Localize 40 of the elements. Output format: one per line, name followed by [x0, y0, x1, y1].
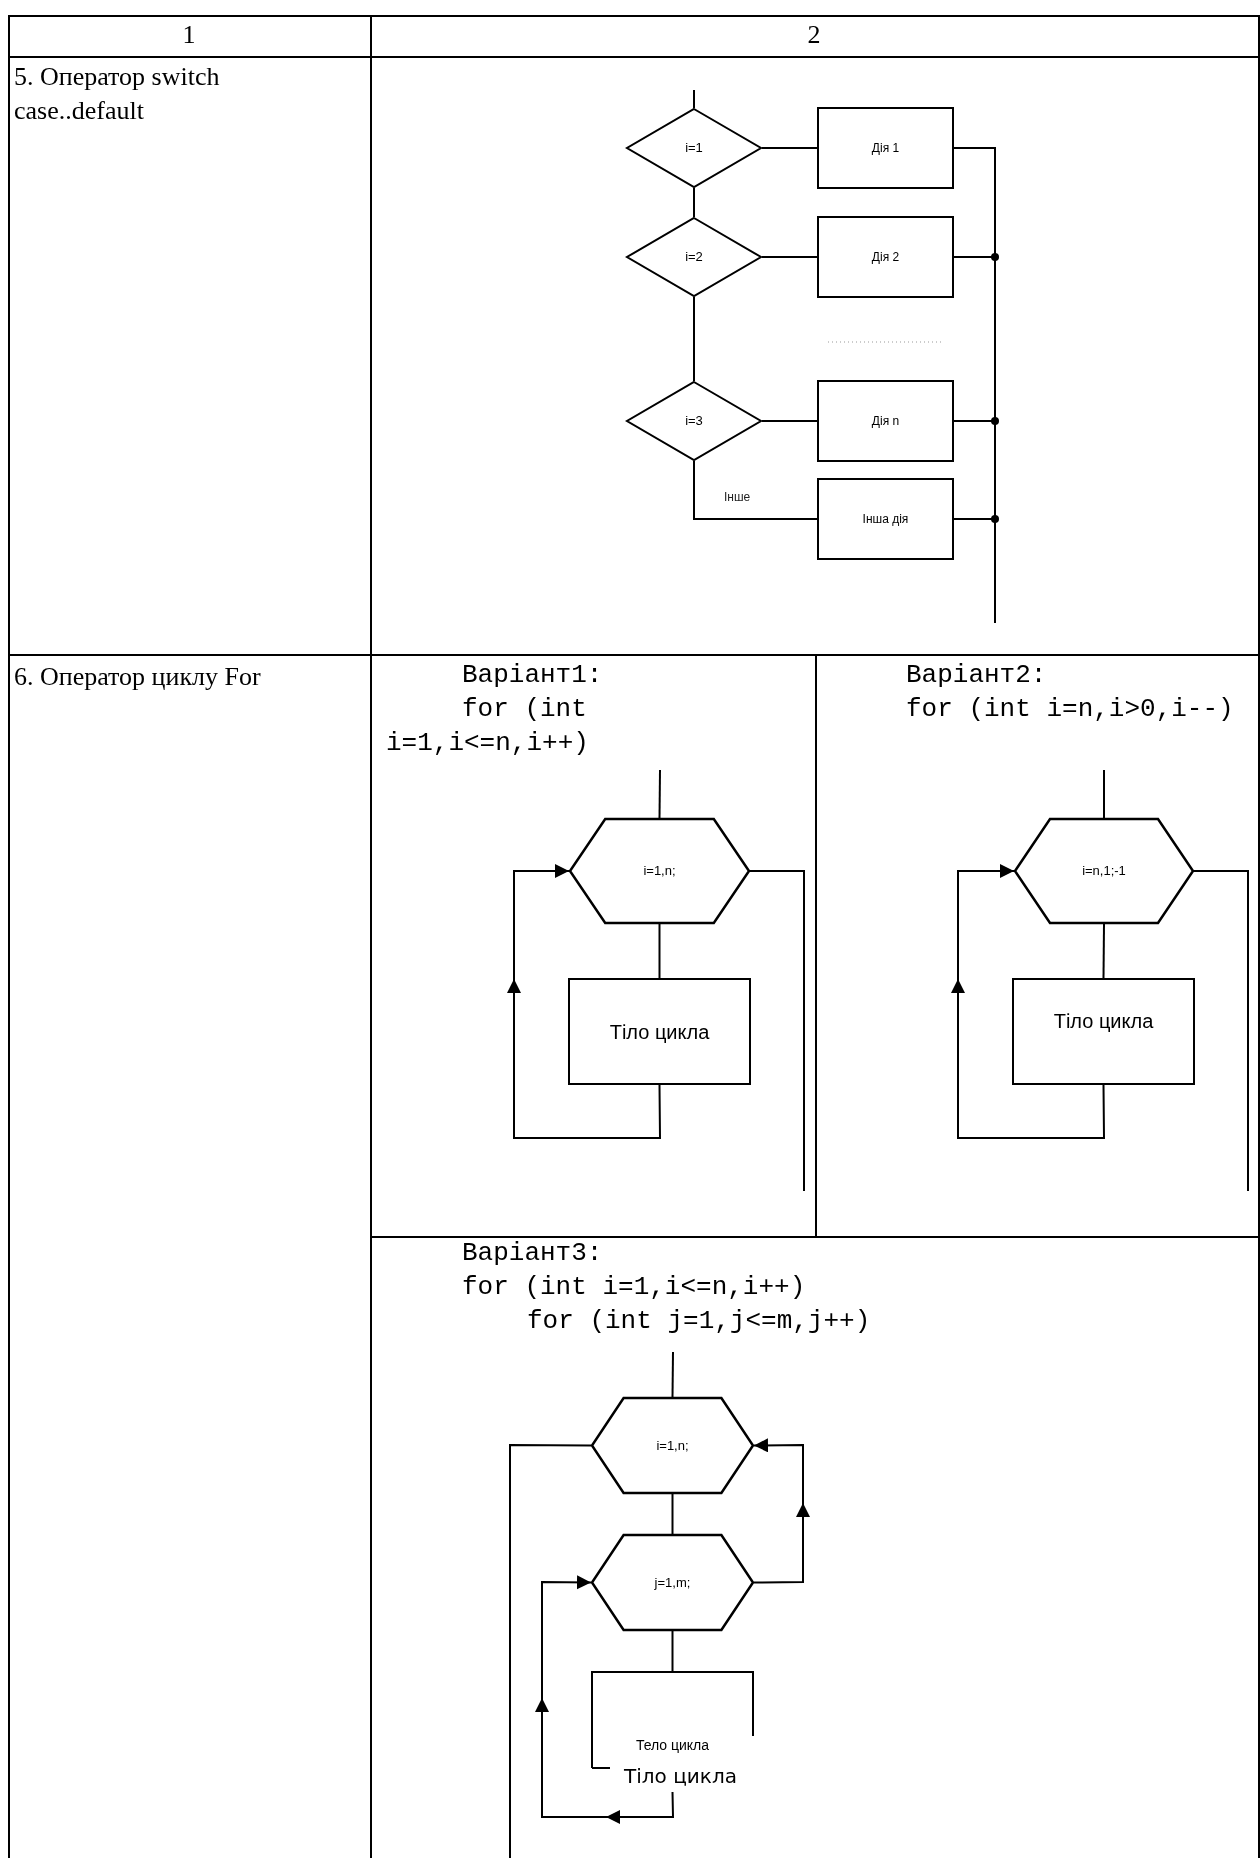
process-box	[817, 216, 954, 298]
decision-diamond	[626, 108, 762, 188]
node-label: Дія n	[871, 413, 900, 429]
node-label: j=1,m;	[654, 1574, 691, 1591]
row-heading: 5. Оператор switch case..default	[14, 61, 221, 127]
node-label: i=1	[685, 140, 703, 156]
code-text: Варіант2:	[906, 659, 1048, 692]
code-text: for (int i=1,i<=n,i++)	[462, 1271, 807, 1304]
node-label: Дія 1	[871, 140, 900, 156]
node-label: i=1,n;	[656, 1437, 689, 1454]
code-text: for (int i=1,i<=n,i++)	[386, 693, 590, 760]
node-label: Тело цикла	[635, 1737, 710, 1754]
process-box	[1012, 978, 1195, 1085]
process-box	[817, 478, 954, 560]
row-heading: 6. Оператор циклу For	[14, 661, 262, 693]
node-label: Дія 2	[871, 249, 900, 265]
node-label: Інша дія	[862, 511, 909, 527]
node-label: i=1,n;	[643, 863, 676, 879]
column-header: 2	[806, 19, 822, 51]
decision-diamond	[626, 217, 762, 297]
node-label: i=3	[685, 413, 703, 429]
loop-hexagon	[569, 818, 750, 924]
node-label: i=2	[685, 249, 703, 265]
code-text: for (int j=1,j<=m,j++)	[527, 1305, 872, 1338]
process-box	[817, 107, 954, 189]
process-box	[817, 380, 954, 462]
loop-hexagon	[1014, 818, 1194, 924]
node-label: Тіло цикла	[1053, 1008, 1154, 1033]
loop-hexagon	[591, 1397, 754, 1494]
process-box	[568, 978, 751, 1085]
node-label: Тіло цикла	[624, 1764, 737, 1788]
code-text: Варіант3:	[462, 1237, 604, 1270]
column-header: 1	[181, 19, 197, 51]
decision-diamond	[626, 381, 762, 461]
node-label: i=n,1;-1	[1082, 863, 1126, 879]
code-text: Варіант1:	[462, 659, 604, 692]
loop-hexagon	[591, 1534, 754, 1631]
edge-label: Інше	[722, 490, 753, 504]
code-text: for (int i=n,i>0,i--)	[906, 693, 1235, 726]
node-label: Тіло цикла	[609, 1019, 710, 1044]
